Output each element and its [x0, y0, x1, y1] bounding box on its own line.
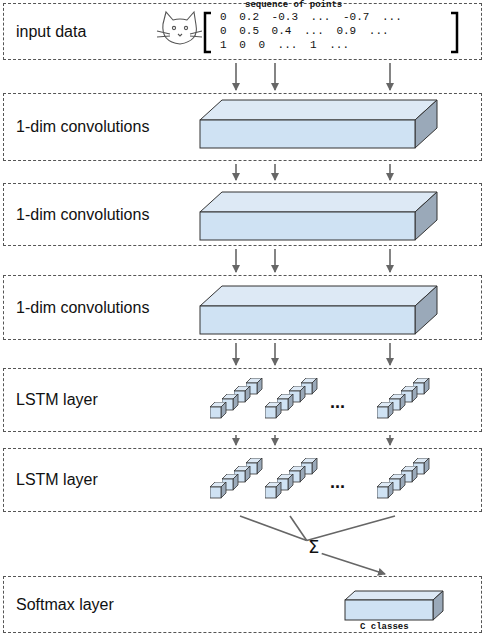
layer-band: 1-dim convolutions: [3, 183, 482, 246]
block-side: [433, 591, 443, 620]
lstm-cells: [265, 458, 317, 498]
flow-arrow: [240, 516, 395, 574]
block-side: [415, 192, 437, 240]
block-front: [200, 306, 415, 334]
arrow-line: [290, 516, 307, 541]
block-top: [200, 100, 437, 120]
axis-caption: sequence of points: [245, 0, 342, 10]
block-front: [345, 600, 433, 620]
layer-label: 1-dim convolutions: [16, 118, 149, 136]
softmax-block: [345, 591, 443, 620]
block-top: [200, 192, 437, 212]
block-front: [200, 120, 415, 148]
layer-band: Softmax layer: [3, 576, 482, 633]
flow-arrow: [236, 63, 390, 90]
arrow-line: [389, 164, 391, 180]
layer-band: 1-dim convolutions: [3, 275, 482, 340]
arrow-line: [274, 63, 276, 90]
matrix-row: 1 0 0 ... 1 ...: [220, 39, 349, 51]
flow-arrow: [236, 249, 390, 272]
flow-arrow: [236, 435, 390, 445]
sum-symbol: Σ: [308, 536, 319, 557]
matrix-bracket: [451, 13, 457, 52]
arrow-line: [322, 554, 385, 575]
conv-block: [200, 192, 437, 240]
block-side: [415, 286, 437, 334]
cat-eye: [184, 26, 187, 29]
block-top: [345, 591, 443, 600]
matrix-row: 0 0.5 0.4 ... 0.9 ...: [220, 25, 389, 37]
arrow-line: [235, 249, 237, 272]
arrow-line: [274, 164, 276, 180]
arrow-line: [274, 435, 276, 445]
cat-head: [163, 12, 197, 44]
layer-label: LSTM layer: [16, 471, 98, 489]
conv-block: [200, 286, 437, 334]
arrow-line: [389, 249, 391, 272]
block-front: [200, 212, 415, 240]
conv-block: [200, 100, 437, 148]
arrow-line: [307, 516, 395, 541]
arrow-line: [235, 63, 237, 90]
cat-eye: [172, 26, 175, 29]
layer-label: 1-dim convolutions: [16, 206, 149, 224]
lstm-cells: [265, 378, 317, 418]
layer-label: LSTM layer: [16, 391, 98, 409]
arrow-line: [274, 249, 276, 272]
arrow-line: [235, 164, 237, 180]
cat-doodle: [157, 12, 202, 44]
flow-arrow: [236, 164, 390, 180]
layer-label: 1-dim convolutions: [16, 299, 149, 317]
ellipsis: ...: [330, 392, 345, 413]
matrix-bracket: [205, 13, 211, 52]
ellipsis: ...: [330, 472, 345, 493]
lstm-cells: [210, 378, 262, 418]
block-side: [415, 100, 437, 148]
lstm-cells: [377, 458, 429, 498]
layer-band: LSTM layer: [3, 368, 482, 432]
lstm-cells: [377, 378, 429, 418]
arrow-line: [240, 516, 307, 541]
cat-whiskers: [157, 31, 202, 37]
layer-label: Softmax layer: [16, 596, 114, 614]
matrix-row: 0 0.2 -0.3 ... -0.7 ...: [220, 11, 402, 23]
class-count: C classes: [360, 622, 409, 632]
lstm-cells: [210, 458, 262, 498]
layer-band: 1-dim convolutions: [3, 93, 482, 161]
flow-arrow: [236, 343, 390, 365]
block-top: [200, 286, 437, 306]
arrow-line: [389, 343, 391, 365]
arrow-line: [235, 435, 237, 445]
arrow-line: [389, 435, 391, 445]
layer-band: LSTM layer: [3, 448, 482, 512]
arrow-line: [235, 343, 237, 365]
arrow-line: [274, 343, 276, 365]
cat-nose: [178, 34, 182, 36]
layer-label: input data: [16, 23, 86, 41]
arrow-line: [389, 63, 391, 90]
